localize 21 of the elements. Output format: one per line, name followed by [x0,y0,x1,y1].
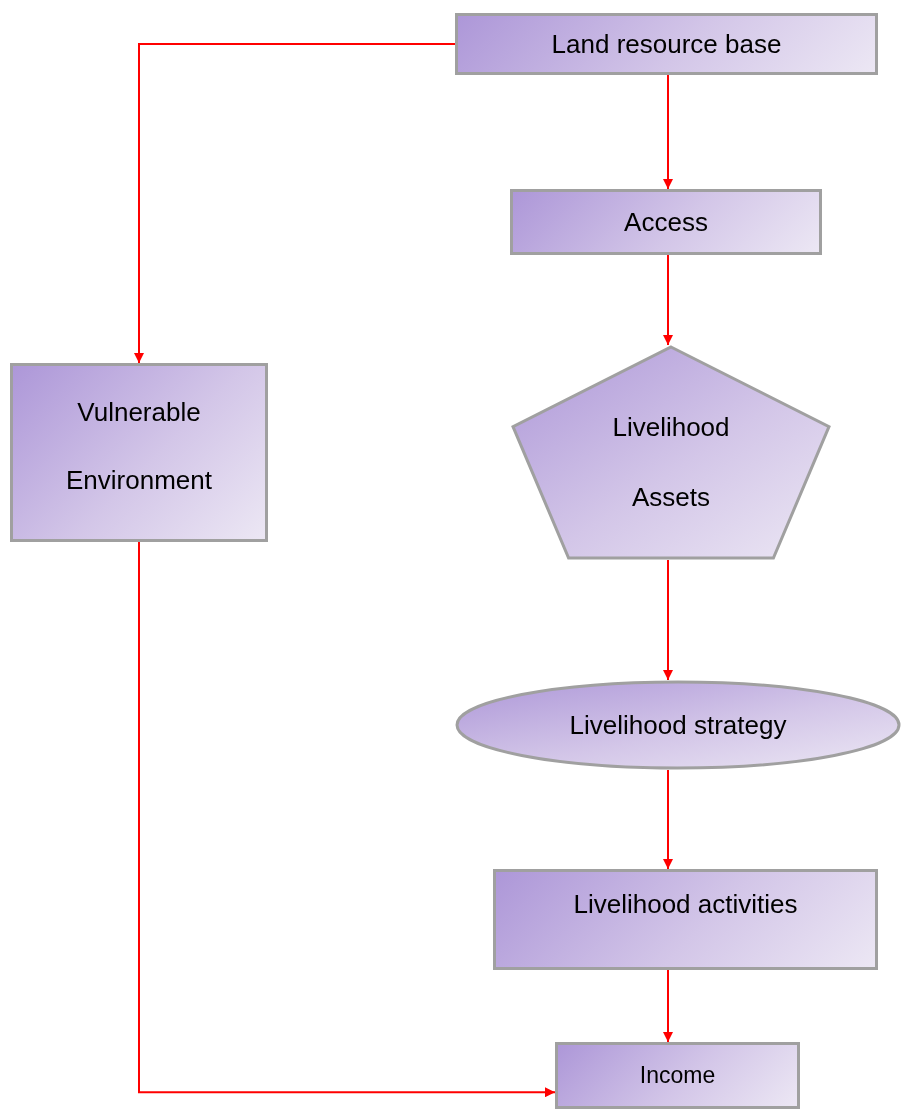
node-label: Land resource base [551,28,782,60]
ellipse-shape [455,680,901,770]
arrow [663,769,673,870]
arrow [663,74,673,190]
node-label: Access [624,206,708,238]
node-label: Income [639,1062,716,1089]
process-box [455,13,878,75]
arrow [663,559,673,681]
arrow [663,969,673,1043]
arrow [663,254,673,346]
process-box [10,363,268,542]
node-label: Livelihood strategy [569,709,787,741]
arrow [134,43,456,364]
node-label: Livelihood Assets [611,410,731,514]
node-label: Vulnerable Environment [65,395,213,497]
process-box [510,189,822,255]
process-box [493,869,878,970]
node-label: Livelihood activities [573,889,798,920]
arrow [138,541,556,1098]
pentagon-shape [511,345,831,560]
process-box [555,1042,800,1109]
